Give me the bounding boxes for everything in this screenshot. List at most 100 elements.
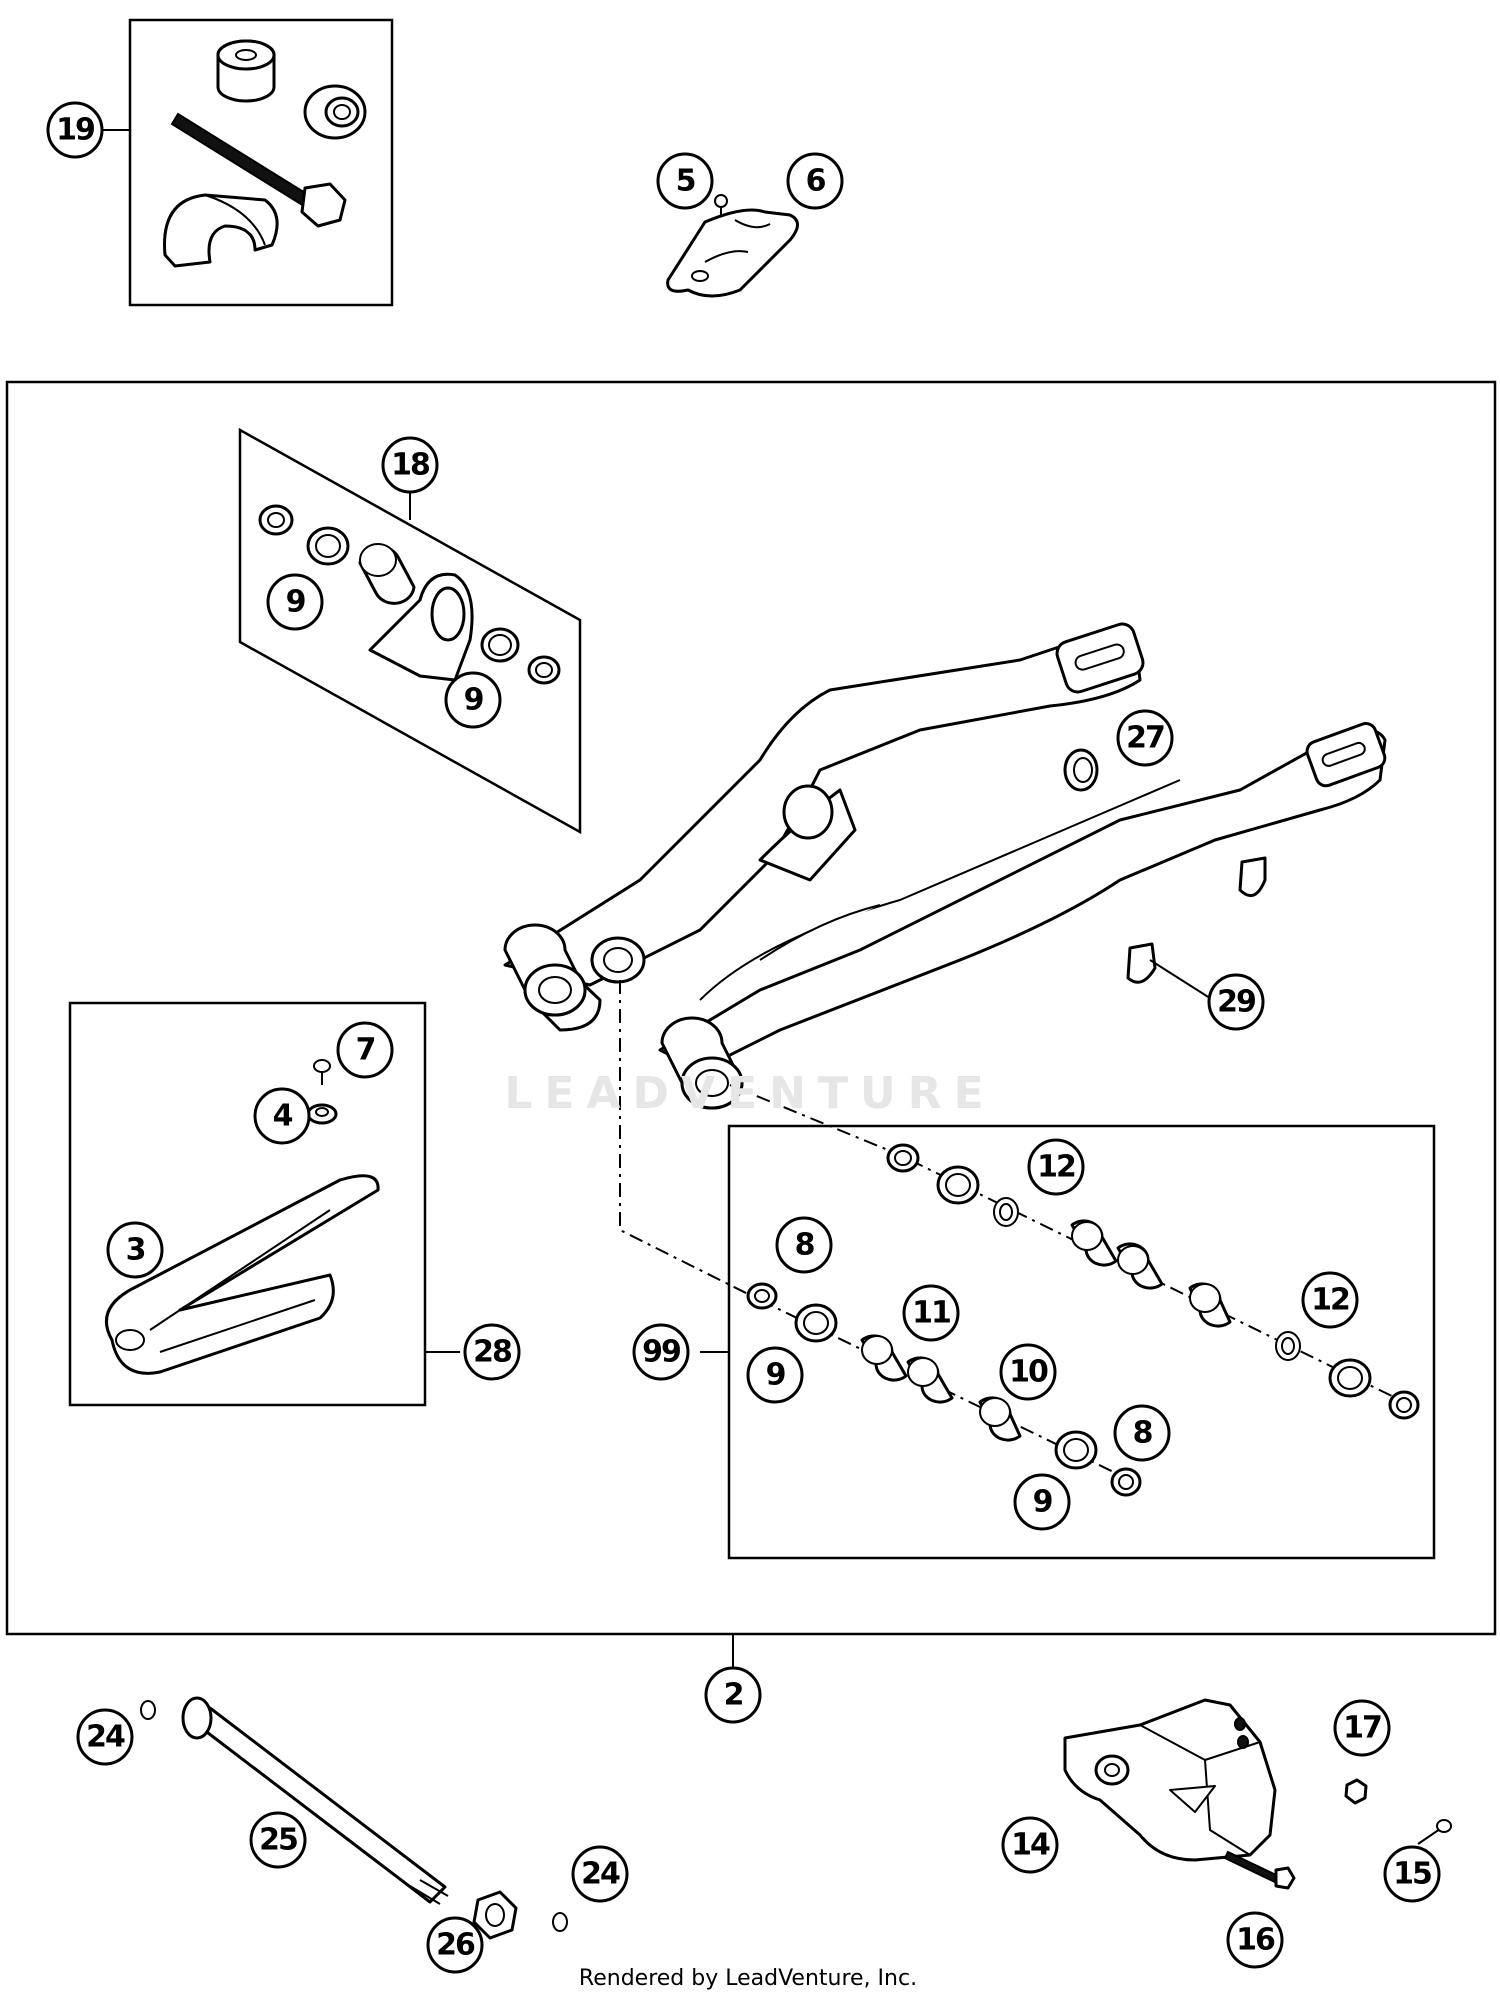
callout-label: 99	[642, 1335, 680, 1370]
callout-12: 12	[1027, 1138, 1085, 1196]
nut-24-right	[552, 1912, 568, 1932]
callout-circle	[1333, 1699, 1391, 1757]
swingarm-pivot-right	[660, 1016, 744, 1110]
nut-26	[472, 1890, 518, 1940]
callout-label: 18	[391, 448, 430, 483]
callout-circle	[426, 1916, 484, 1974]
callout-label: 9	[766, 1358, 785, 1393]
callout-17: 17	[1333, 1699, 1391, 1757]
chain-adjuster-slot-left	[1055, 622, 1145, 694]
kit-18-parts	[258, 504, 561, 685]
callout-9: 9	[1013, 1473, 1071, 1531]
pivot-bolt	[170, 112, 347, 228]
callout-label: 27	[1126, 721, 1164, 756]
callout-circle	[902, 1284, 960, 1342]
callout-label: 8	[1133, 1416, 1153, 1451]
callout-circle	[1001, 1816, 1059, 1874]
callout-6: 6	[786, 152, 844, 210]
callout-label: 19	[56, 113, 94, 148]
spacer-bushing	[216, 39, 276, 103]
callout-8: 8	[1113, 1404, 1171, 1462]
kit-19-parts	[163, 39, 367, 268]
nut-17	[1344, 1778, 1368, 1805]
half-shell-bushing	[163, 193, 279, 268]
callout-24: 24	[76, 1708, 134, 1766]
callout-circle	[746, 1346, 804, 1404]
callout-label: 3	[126, 1233, 145, 1268]
callout-29: 29	[1207, 973, 1265, 1031]
callout-28: 28	[463, 1323, 521, 1381]
callout-4: 4	[253, 1087, 311, 1145]
callout-15: 15	[1383, 1845, 1441, 1903]
callout-circle	[571, 1845, 629, 1903]
callout-label: 17	[1343, 1711, 1381, 1746]
chain-adjuster-slot-right	[1305, 722, 1387, 788]
callout-label: 9	[1033, 1485, 1052, 1520]
callout-circle	[1383, 1845, 1441, 1903]
callout-label: 6	[806, 164, 826, 199]
callout-label: 12	[1037, 1150, 1075, 1185]
clamp-6	[666, 208, 799, 298]
callout-19: 19	[46, 101, 104, 159]
ring-27	[1063, 748, 1099, 792]
callout-27: 27	[1116, 709, 1174, 767]
callout-circle	[106, 1221, 164, 1279]
chain-guide-14	[1063, 1698, 1277, 1862]
callout-circle	[381, 436, 439, 494]
callout-label: 7	[356, 1033, 375, 1068]
callout-circle	[1301, 1271, 1359, 1329]
callout-circle	[266, 573, 324, 631]
callout-label: 8	[795, 1228, 815, 1263]
callout-99: 99	[632, 1323, 690, 1381]
callout-label: 10	[1009, 1355, 1048, 1390]
callout-8: 8	[775, 1216, 833, 1274]
callout-circle	[1027, 1138, 1085, 1196]
callout-label: 28	[473, 1335, 512, 1370]
screw-7	[313, 1059, 331, 1085]
callout-circle	[249, 1811, 307, 1869]
callout-label: 14	[1011, 1828, 1050, 1863]
axle-25	[181, 1696, 449, 1905]
callout-24: 24	[571, 1845, 629, 1903]
nut-24-left	[140, 1700, 156, 1720]
callout-12: 12	[1301, 1271, 1359, 1329]
swingarm-assembly-frame	[5, 380, 1497, 1636]
callout-label: 15	[1393, 1857, 1431, 1892]
callout-label: 29	[1217, 985, 1255, 1020]
callout-circle	[1116, 709, 1174, 767]
bolt-16	[1223, 1850, 1296, 1890]
callout-circle	[999, 1343, 1057, 1401]
callout-label: 5	[676, 164, 695, 199]
callout-26: 26	[426, 1916, 484, 1974]
chain-guide-frame	[68, 1001, 427, 1407]
callout-circle	[775, 1216, 833, 1274]
callout-7: 7	[336, 1021, 394, 1079]
callout-label: 24	[581, 1857, 620, 1892]
callout-2: 2	[704, 1666, 762, 1724]
callout-label: 2	[724, 1678, 743, 1713]
callout-circle	[336, 1021, 394, 1079]
callout-circle	[444, 671, 502, 729]
callout-label: 9	[286, 585, 305, 620]
callout-18: 18	[381, 436, 439, 494]
callout-10: 10	[999, 1343, 1057, 1401]
callout-circle	[76, 1708, 134, 1766]
callout-circle	[1113, 1404, 1171, 1462]
callout-label: 12	[1311, 1283, 1349, 1318]
callout-circle	[632, 1323, 690, 1381]
swingarm-pivot-left	[503, 923, 646, 1017]
screw-15	[1417, 1819, 1452, 1845]
swingarm	[503, 622, 1387, 1110]
callout-label: 9	[464, 683, 483, 718]
seal-ring	[303, 84, 367, 140]
callout-14: 14	[1001, 1816, 1059, 1874]
callout-circle	[1013, 1473, 1071, 1531]
callout-label: 4	[273, 1099, 293, 1134]
callout-circle	[253, 1087, 311, 1145]
bearing-kit-parts	[746, 1143, 1420, 1497]
callout-9: 9	[746, 1346, 804, 1404]
bearing-kit-frame	[727, 1124, 1436, 1560]
callout-25: 25	[249, 1811, 307, 1869]
watermark-text: LEADVENTURE	[504, 1068, 995, 1119]
